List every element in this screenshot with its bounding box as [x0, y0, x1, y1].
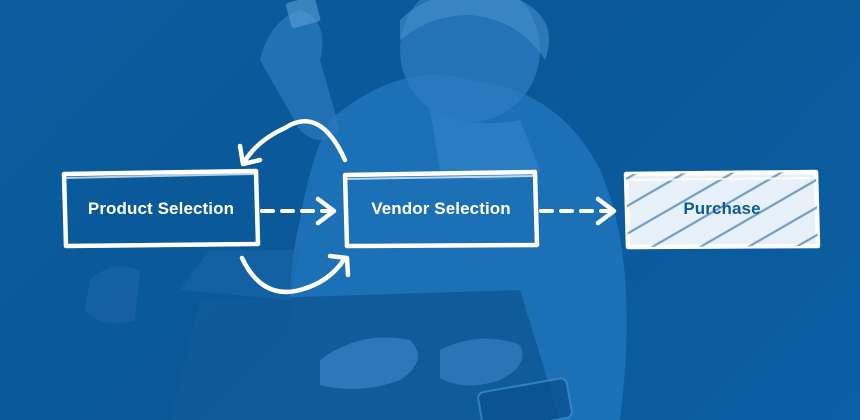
arrow-vendor-to-purchase: [539, 196, 617, 226]
node-label-vendor-selection: Vendor Selection: [371, 199, 511, 218]
loop-arrow-bottom: [239, 253, 351, 295]
node-label-product-selection: Product Selection: [87, 199, 235, 218]
node-product-selection: [61, 168, 261, 249]
node-label-purchase: Purchase: [683, 199, 761, 218]
node-purchase: [623, 169, 821, 250]
arrow-product-to-vendor: [260, 196, 337, 226]
node-vendor-selection: [342, 169, 540, 249]
loop-arrow-top: [237, 118, 348, 167]
